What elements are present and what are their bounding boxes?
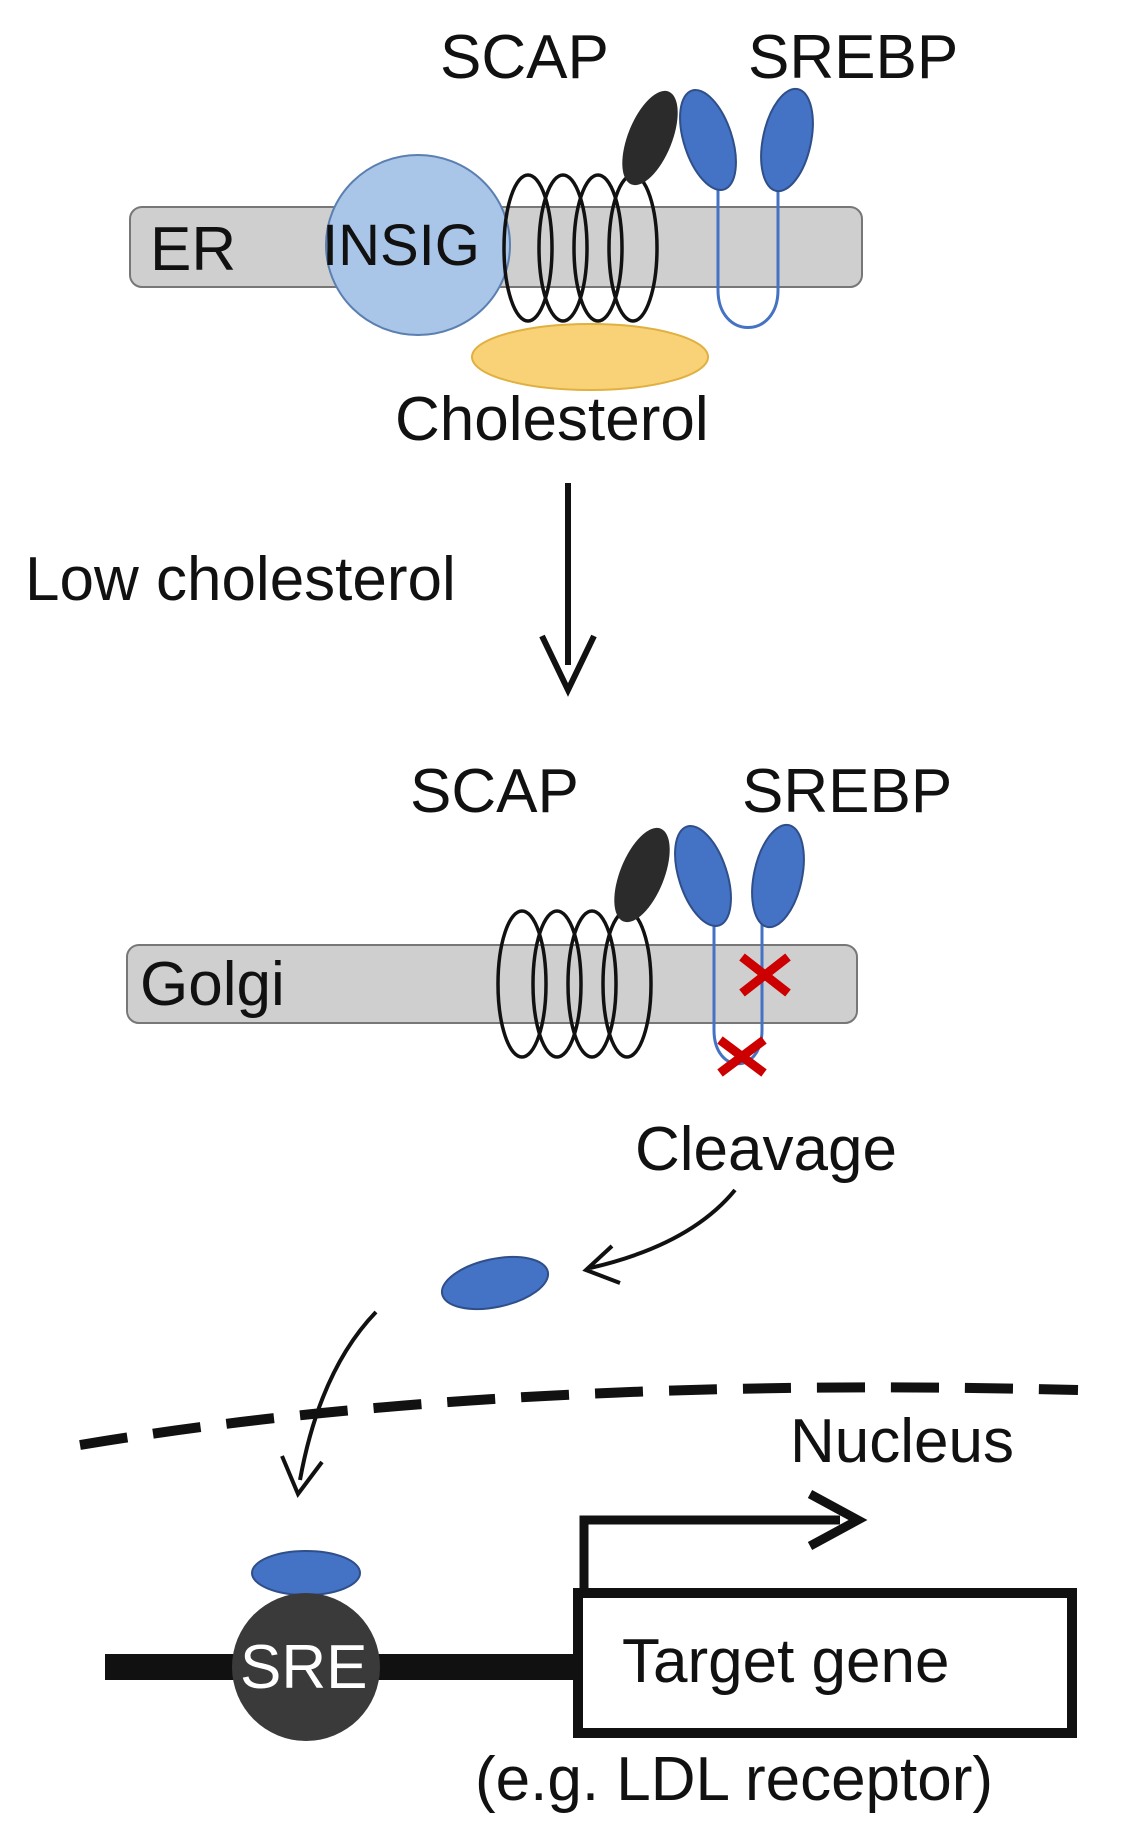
released-srebp-fragment bbox=[440, 1255, 550, 1311]
scap-head bbox=[622, 90, 678, 186]
srebp-label-golgi: SREBP bbox=[742, 757, 952, 826]
target-gene-label: Target gene bbox=[622, 1627, 949, 1696]
bound-srebp bbox=[251, 1550, 361, 1596]
srebp-membrane-loop bbox=[716, 155, 780, 329]
transcription-arrow-head bbox=[807, 1490, 868, 1550]
cleavage-site-mark-2 bbox=[717, 1036, 767, 1077]
down-arrow-head bbox=[539, 634, 597, 697]
golgi-label: Golgi bbox=[140, 950, 285, 1019]
cleavage-arrow bbox=[589, 1188, 737, 1270]
srebp-n-terminal-domain-golgi bbox=[674, 824, 732, 928]
scap-transmembrane-helices-golgi bbox=[496, 909, 653, 1059]
scap-label-golgi: SCAP bbox=[410, 757, 579, 826]
transcription-start-arrow bbox=[579, 1515, 840, 1593]
transition: Low cholesterol bbox=[25, 483, 597, 697]
target-gene-example-label: (e.g. LDL receptor) bbox=[475, 1745, 993, 1814]
sre-label: SRE bbox=[240, 1633, 367, 1702]
scap-head-golgi bbox=[614, 827, 670, 923]
er-label: ER bbox=[150, 215, 236, 284]
cleavage-arrow-head bbox=[582, 1244, 621, 1285]
scap-label-top: SCAP bbox=[440, 23, 609, 92]
srebp-c-terminal-domain-golgi bbox=[751, 823, 805, 929]
nuclear-envelope bbox=[79, 1382, 1079, 1450]
low-cholesterol-label: Low cholesterol bbox=[25, 545, 456, 614]
srebp-n-terminal-domain bbox=[679, 88, 737, 192]
nucleus-label: Nucleus bbox=[790, 1407, 1014, 1476]
cholesterol-molecule bbox=[471, 323, 709, 391]
nuclear-import-arrow bbox=[298, 1310, 378, 1481]
er-state-panel: SCAP SREBP ER INSIG Cholesterol bbox=[129, 23, 958, 454]
nucleus-panel: Nucleus SRE Target gene (e.g. LDL recept… bbox=[79, 1310, 1079, 1814]
cholesterol-label: Cholesterol bbox=[395, 385, 709, 454]
golgi-state-panel: SCAP SREBP Golgi Cleavage bbox=[126, 757, 952, 1311]
target-gene-box bbox=[573, 1588, 1077, 1738]
cleavage-label: Cleavage bbox=[635, 1115, 897, 1184]
nuclear-import-arrow-head bbox=[280, 1455, 324, 1498]
srebp-c-terminal-domain bbox=[760, 87, 814, 193]
insig-label: INSIG bbox=[322, 213, 480, 278]
sre-element bbox=[232, 1593, 380, 1741]
golgi-membrane bbox=[126, 944, 858, 1024]
insig-protein bbox=[325, 154, 511, 336]
srebp-label-top: SREBP bbox=[748, 23, 958, 92]
cleavage-site-mark-1 bbox=[739, 953, 791, 997]
